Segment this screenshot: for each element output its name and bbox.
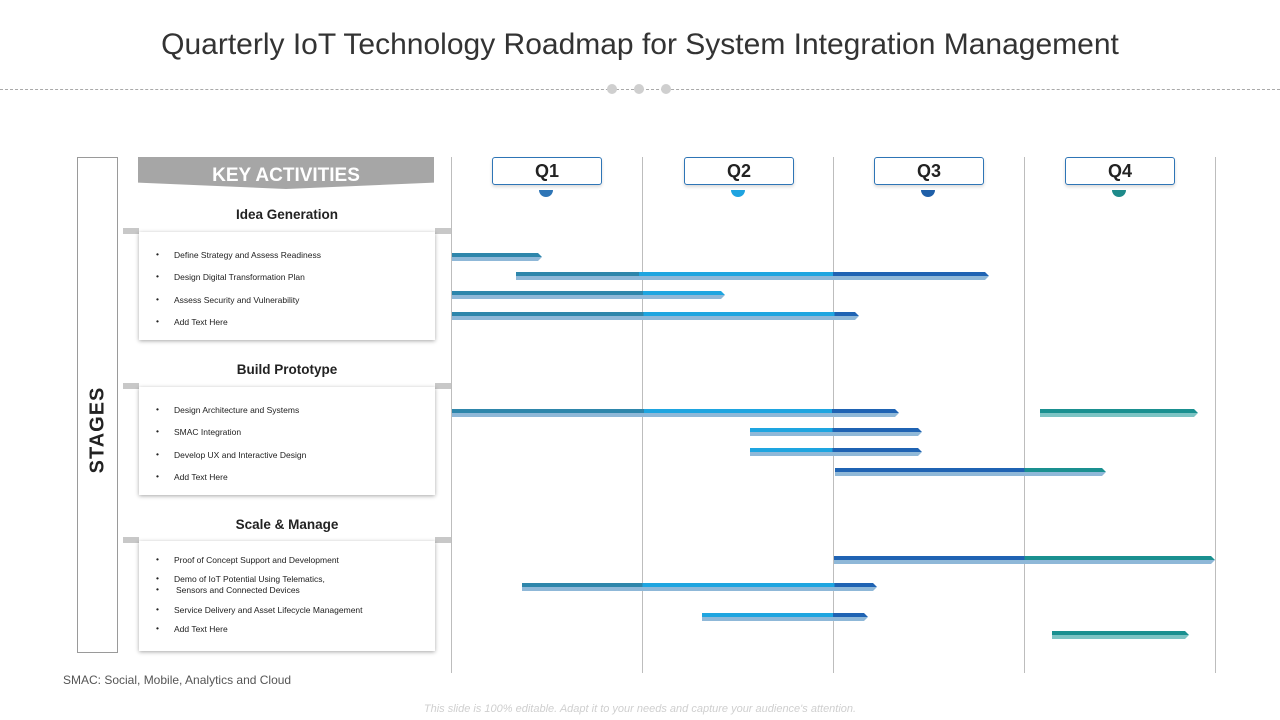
gantt-bar: [750, 428, 922, 436]
key-activities-header: KEY ACTIVITIES: [138, 157, 434, 189]
activity-item: SMAC Integration: [156, 426, 241, 437]
slide-footer: This slide is 100% editable. Adapt it to…: [423, 703, 857, 715]
gantt-bar: [750, 448, 922, 456]
gantt-bar: [702, 613, 868, 621]
card-tab: [435, 383, 451, 389]
activity-item: Add Text Here: [156, 471, 228, 482]
gantt-bar: [1052, 631, 1189, 639]
card-tab: [123, 228, 139, 234]
activity-item: Service Delivery and Asset Lifecycle Man…: [156, 604, 363, 615]
stage-title-scale-manage: Scale & Manage: [235, 517, 339, 532]
quarter-line: [1215, 157, 1216, 673]
activity-item-continuation: Sensors and Connected Devices: [156, 584, 300, 595]
footnote: SMAC: Social, Mobile, Analytics and Clou…: [63, 673, 292, 687]
stages-box: [77, 157, 118, 653]
divider-dots: [607, 84, 671, 94]
gantt-bar: [522, 583, 877, 591]
quarter-q1: Q1: [492, 157, 602, 185]
gantt-bar: [452, 253, 542, 261]
stage-title-build-prototype: Build Prototype: [236, 362, 338, 377]
activity-item: Develop UX and Interactive Design: [156, 449, 306, 460]
quarter-line: [1024, 157, 1025, 673]
quarter-line: [451, 157, 452, 673]
gantt-bar: [835, 468, 1106, 476]
gantt-bar: [834, 556, 1215, 564]
activity-item: Assess Security and Vulnerability: [156, 294, 299, 305]
activity-item: Define Strategy and Assess Readiness: [156, 249, 321, 260]
activity-item: Design Digital Transformation Plan: [156, 271, 305, 282]
stages-label: STAGES: [86, 386, 109, 474]
gantt-bar: [452, 409, 899, 417]
quarter-q2: Q2: [684, 157, 794, 185]
activity-item: Proof of Concept Support and Development: [156, 554, 339, 565]
activity-item: Design Architecture and Systems: [156, 404, 299, 415]
quarter-pointer: [1112, 190, 1126, 197]
stage-card-idea-generation: Define Strategy and Assess Readiness Des…: [139, 232, 435, 340]
quarter-pointer: [539, 190, 553, 197]
page-title: Quarterly IoT Technology Roadmap for Sys…: [161, 28, 1119, 61]
stage-card-build-prototype: Design Architecture and Systems SMAC Int…: [139, 387, 435, 495]
card-tab: [435, 228, 451, 234]
gantt-bar: [1040, 409, 1198, 417]
quarter-pointer: [921, 190, 935, 197]
gantt-bar: [452, 312, 859, 320]
gantt-bar: [516, 272, 989, 280]
activity-item: Add Text Here: [156, 316, 228, 327]
quarter-q4: Q4: [1065, 157, 1175, 185]
activity-item: Demo of IoT Potential Using Telematics,: [156, 573, 325, 584]
quarter-q3: Q3: [874, 157, 984, 185]
quarter-pointer: [731, 190, 745, 197]
stage-card-scale-manage: Proof of Concept Support and Development…: [139, 541, 435, 651]
stage-title-idea-generation: Idea Generation: [235, 207, 339, 222]
gantt-bar: [452, 291, 725, 299]
card-tab: [435, 537, 451, 543]
card-tab: [123, 537, 139, 543]
activity-item: Add Text Here: [156, 623, 228, 634]
card-tab: [123, 383, 139, 389]
